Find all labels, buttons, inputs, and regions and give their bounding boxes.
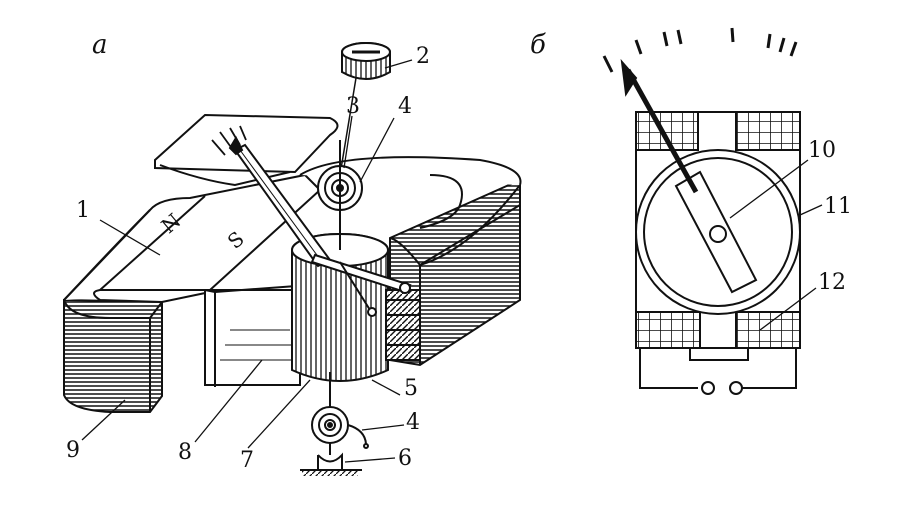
terminal-right — [729, 381, 743, 395]
label-4-lower: 4 — [406, 410, 420, 435]
label-4-upper: 4 — [398, 94, 412, 119]
label-6: 6 — [398, 446, 412, 471]
label-2: 2 — [416, 44, 430, 69]
label-10: 10 — [808, 138, 836, 163]
lower-spiral-spring — [311, 372, 369, 449]
label-1: 1 — [76, 198, 90, 223]
leader-lines-a — [81, 59, 413, 463]
coil-top-right — [735, 111, 801, 151]
label-7: 7 — [240, 448, 254, 473]
magnet-body — [63, 173, 322, 387]
panel-a-mechanism: N S — [63, 42, 522, 476]
magnet-left-leg — [63, 298, 163, 413]
magnet-right-leg — [299, 156, 522, 367]
scale-ticks — [602, 27, 798, 73]
label-8: 8 — [178, 440, 192, 465]
panel-b-letter: б — [530, 30, 546, 60]
label-12: 12 — [818, 270, 846, 295]
pointer-needle — [620, 58, 699, 194]
coil-bottom-right — [735, 311, 801, 349]
bearing-support — [300, 443, 362, 476]
terminal-left — [701, 381, 715, 395]
label-9: 9 — [66, 438, 80, 463]
panel-b-front-view — [602, 27, 823, 395]
pointer-arm — [211, 125, 412, 317]
label-11: 11 — [824, 194, 852, 219]
zero-adjuster — [339, 42, 391, 176]
upper-spiral-spring — [317, 140, 363, 250]
core-circle — [643, 157, 793, 307]
coil-bottom-left — [635, 311, 701, 349]
panel-a-letter: а — [92, 30, 108, 60]
label-3: 3 — [346, 94, 360, 119]
pole-plate — [154, 113, 339, 187]
leader-lines-b — [729, 159, 823, 331]
armature-plate — [674, 170, 758, 294]
label-5: 5 — [404, 376, 418, 401]
